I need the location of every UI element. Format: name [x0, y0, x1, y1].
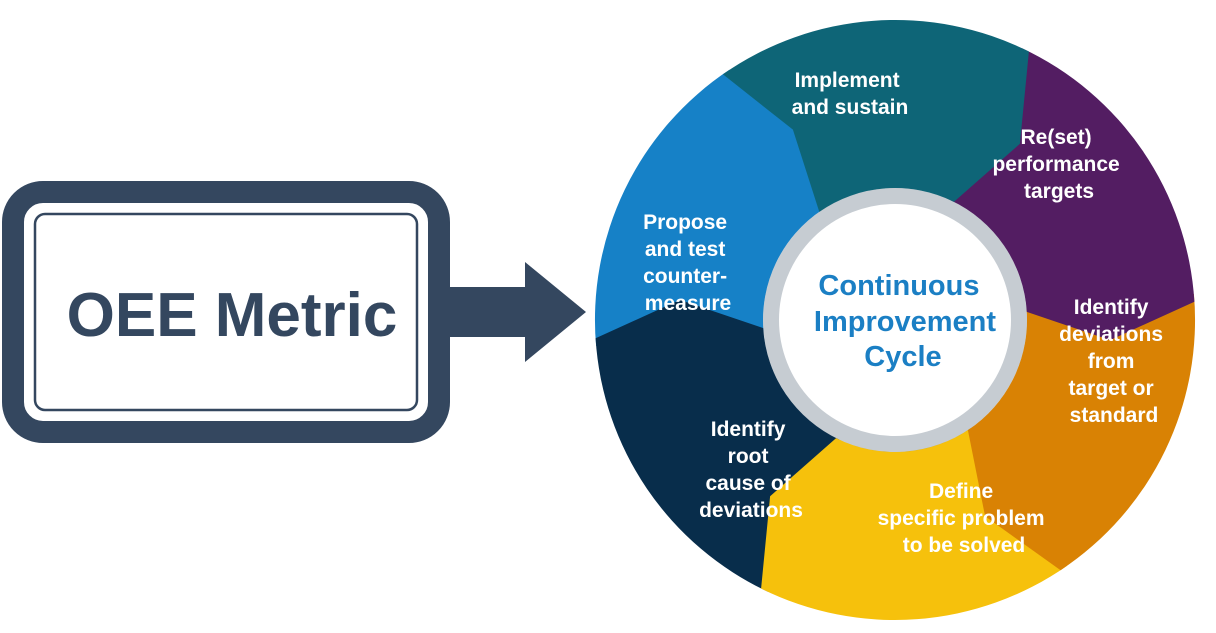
segment-label-line: to be solved	[903, 534, 1026, 557]
segment-label-line: and sustain	[792, 96, 909, 119]
segment-label-line: Implement	[795, 69, 900, 92]
segment-label-line: root	[728, 445, 769, 468]
segment-label-line: Define	[929, 480, 993, 503]
metric-box-outer-frame	[2, 181, 450, 443]
segment-label-line: deviations	[699, 499, 803, 522]
cycle-segment-propose-test	[594, 69, 823, 347]
cycle-segment-implement	[722, 19, 1029, 212]
segment-label-line: target or	[1068, 377, 1153, 400]
segment-label-line: targets	[1024, 180, 1094, 203]
segment-label-line: from	[1088, 350, 1135, 373]
improvement-cycle-wheel	[594, 19, 1196, 621]
segment-label-line: Identify	[1074, 296, 1149, 319]
metric-label: OEE Metric	[67, 281, 398, 350]
segment-label-line: measure	[645, 292, 731, 315]
center-label-line: Continuous	[818, 270, 979, 302]
segment-label-line: counter-	[643, 265, 727, 288]
segment-label-line: Re(set)	[1020, 126, 1091, 149]
segment-label-root-cause: Identify root cause of deviations	[699, 418, 803, 522]
segment-label-propose-test: Propose and test counter- measure	[643, 211, 733, 315]
right-arrow-icon	[440, 262, 586, 362]
segment-label-implement: Implement and sustain	[792, 69, 909, 119]
segment-label-identify-deviations: Identify deviations from target or stand…	[1059, 296, 1169, 427]
segment-label-line: cause of	[705, 472, 791, 495]
inner-ring	[763, 188, 1027, 452]
segment-label-line: standard	[1070, 404, 1159, 427]
metric-box-inner-frame	[33, 212, 419, 412]
segment-label-line: performance	[992, 153, 1119, 176]
cycle-segment-identify-deviations	[967, 293, 1196, 571]
center-label-line: Improvement	[814, 306, 996, 338]
segment-label-reset-targets: Re(set) performance targets	[992, 126, 1125, 203]
segment-label-define-problem: Define specific problem to be solved	[878, 480, 1051, 557]
center-label: Continuous Improvement Cycle	[814, 270, 1004, 373]
segment-label-line: and test	[645, 238, 726, 261]
cycle-segment-define-problem	[761, 428, 1068, 621]
segment-label-line: Identify	[711, 418, 786, 441]
segment-label-line: Propose	[643, 211, 727, 234]
center-label-line: Cycle	[864, 341, 941, 373]
segment-label-line: specific problem	[878, 507, 1045, 530]
oee-metric-box: OEE Metric	[2, 181, 450, 443]
center-circle	[780, 205, 1010, 435]
segment-label-line: deviations	[1059, 323, 1163, 346]
